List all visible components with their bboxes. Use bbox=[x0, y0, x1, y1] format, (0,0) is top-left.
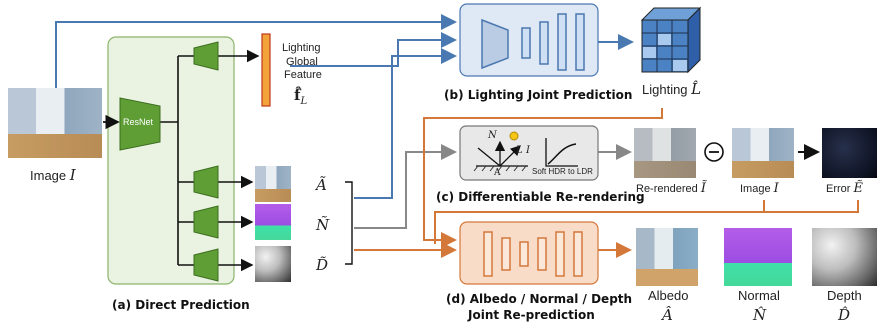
error-feedback-line bbox=[434, 200, 859, 244]
input-image-thumb bbox=[8, 88, 102, 158]
light-source-icon bbox=[509, 131, 519, 141]
lighting-volume-cube bbox=[640, 6, 702, 74]
direct-prediction-panel bbox=[107, 36, 235, 285]
maps-to-lighting-line bbox=[354, 48, 457, 199]
image-thumb-2 bbox=[732, 128, 794, 178]
maps-to-render-line bbox=[354, 144, 457, 229]
lighting-bar-2 bbox=[539, 21, 549, 65]
resnet-label: ResNet bbox=[123, 117, 154, 127]
render-L-label: L bbox=[516, 145, 523, 156]
error-label: Error Ẽ bbox=[826, 181, 864, 196]
render-view-vector bbox=[477, 147, 501, 167]
caption-reprediction-2: Joint Re-prediction bbox=[468, 308, 595, 322]
render-I-label: I bbox=[526, 145, 530, 156]
tonemap-curve bbox=[547, 143, 577, 165]
lighting-feature-symbol: f̂L bbox=[294, 86, 308, 107]
lighting-bar-1 bbox=[521, 27, 531, 59]
lighting-bar-3 bbox=[557, 13, 567, 71]
depth-symbol: D̃ bbox=[316, 256, 329, 274]
normal-symbol: Ñ bbox=[316, 216, 330, 234]
caption-rerendering: (c) Differentiable Re-rendering bbox=[436, 190, 645, 204]
image-to-lighting-line bbox=[55, 14, 457, 88]
render-A-label: A bbox=[494, 168, 501, 178]
tonemap-axes bbox=[545, 138, 578, 167]
reprediction-bar-2 bbox=[501, 237, 511, 271]
depth-out-symbol: D̂ bbox=[838, 306, 851, 324]
caption-direct-prediction: (a) Direct Prediction bbox=[112, 298, 250, 312]
head-albedo bbox=[193, 165, 219, 199]
depth-out-label: Depth bbox=[827, 288, 862, 303]
render-N-label: N bbox=[488, 130, 497, 141]
maps-bracket bbox=[345, 181, 353, 265]
reprediction-bar-1 bbox=[483, 231, 493, 277]
albedo-out-thumb bbox=[636, 228, 698, 286]
reprediction-bar-3 bbox=[519, 241, 529, 267]
image-label: Image I bbox=[30, 166, 76, 184]
normal-out-label: Normal bbox=[738, 288, 780, 303]
albedo-pred-thumb bbox=[255, 166, 291, 202]
head-lighting bbox=[193, 41, 219, 71]
depth-pred-thumb bbox=[255, 246, 291, 282]
albedo-out-symbol: Â bbox=[662, 306, 673, 324]
albedo-out-label: Albedo bbox=[648, 288, 689, 303]
resnet-block bbox=[119, 97, 161, 151]
normal-out-thumb bbox=[724, 228, 792, 286]
lighting-feature-line-1: Lighting bbox=[282, 42, 321, 54]
rerendered-thumb bbox=[634, 128, 696, 178]
soft-hdr-label: Soft HDR to LDR bbox=[532, 167, 593, 176]
reprediction-bar-5 bbox=[555, 231, 565, 277]
reprediction-bar-6 bbox=[573, 231, 583, 277]
lighting-feature-line-2: Global bbox=[286, 56, 318, 68]
head-depth bbox=[193, 248, 219, 282]
caption-lighting-prediction: (b) Lighting Joint Prediction bbox=[444, 88, 633, 102]
normal-pred-thumb bbox=[255, 204, 291, 240]
error-thumb bbox=[822, 128, 877, 178]
lighting-feature-line-3: Feature bbox=[284, 69, 322, 81]
normal-out-symbol: N̂ bbox=[753, 306, 767, 324]
reprediction-bar-4 bbox=[537, 237, 547, 271]
head-normal bbox=[193, 205, 219, 239]
render-light-vector bbox=[499, 145, 521, 167]
feature-to-lighting-line bbox=[290, 32, 457, 67]
lighting-output-label: Lighting L̂ bbox=[642, 80, 702, 98]
caption-reprediction-1: (d) Albedo / Normal / Depth bbox=[446, 292, 633, 306]
resnet-branch-lines bbox=[160, 55, 194, 266]
lighting-encoder bbox=[481, 18, 509, 70]
depth-out-thumb bbox=[812, 228, 877, 286]
image2-label: Image I bbox=[740, 181, 779, 196]
rerendered-label: Re-rendered Ĩ bbox=[636, 181, 706, 196]
albedo-symbol: Ã bbox=[316, 176, 327, 194]
lighting-feature-bar bbox=[261, 33, 271, 107]
lighting-bar-4 bbox=[575, 13, 585, 71]
